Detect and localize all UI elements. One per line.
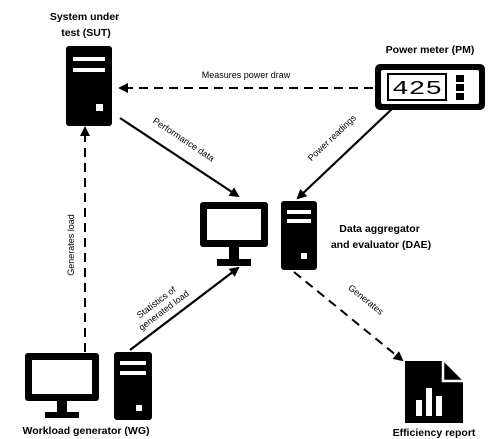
sut-label-line-1: System under — [50, 11, 119, 23]
edge-wg-to-dae — [129, 266, 240, 351]
edge-label-statistics-of-generated-load: Statistics of generated load — [130, 280, 191, 333]
monitor-icon — [200, 202, 268, 266]
server-tower-icon — [281, 201, 317, 270]
report-document-icon — [405, 361, 463, 423]
sut-node: System under test (SUT) — [50, 11, 122, 126]
dae-label-line-2: and evaluator (DAE) — [331, 239, 431, 251]
edge-label-generates: Generates — [346, 283, 385, 318]
workload-generator-node: Workload generator (WG) — [23, 352, 152, 437]
efficiency-report-node: Efficiency report — [393, 361, 476, 439]
server-tower-icon — [114, 352, 152, 420]
sut-label-line-2: test (SUT) — [61, 27, 111, 39]
edge-label-measures-power-draw: Measures power draw — [202, 70, 291, 80]
workload-generator-label: Workload generator (WG) — [23, 425, 150, 437]
dae-node: Data aggregator and evaluator (DAE) — [200, 201, 431, 270]
efficiency-report-label: Efficiency report — [393, 427, 476, 439]
edge-label-generates-load: Generates load — [66, 214, 76, 276]
power-meter-label: Power meter (PM) — [386, 44, 475, 56]
power-meter-icon: 425 — [375, 64, 485, 110]
sut-label: System under test (SUT) — [50, 11, 122, 39]
edge-dae-to-report — [293, 271, 404, 362]
dae-label: Data aggregator and evaluator (DAE) — [331, 223, 431, 251]
dae-label-line-1: Data aggregator — [339, 223, 420, 235]
edge-sut-to-dae — [119, 117, 240, 198]
edge-label-performance-data: Performance data — [151, 116, 216, 164]
power-meter-node: Power meter (PM) 425 — [375, 44, 485, 110]
server-tower-icon — [66, 46, 112, 126]
edge-label-power-readings: Power readings — [306, 112, 359, 163]
power-meter-reading: 425 — [392, 78, 442, 100]
monitor-icon — [25, 353, 99, 418]
edge-pm-to-dae — [296, 107, 394, 200]
